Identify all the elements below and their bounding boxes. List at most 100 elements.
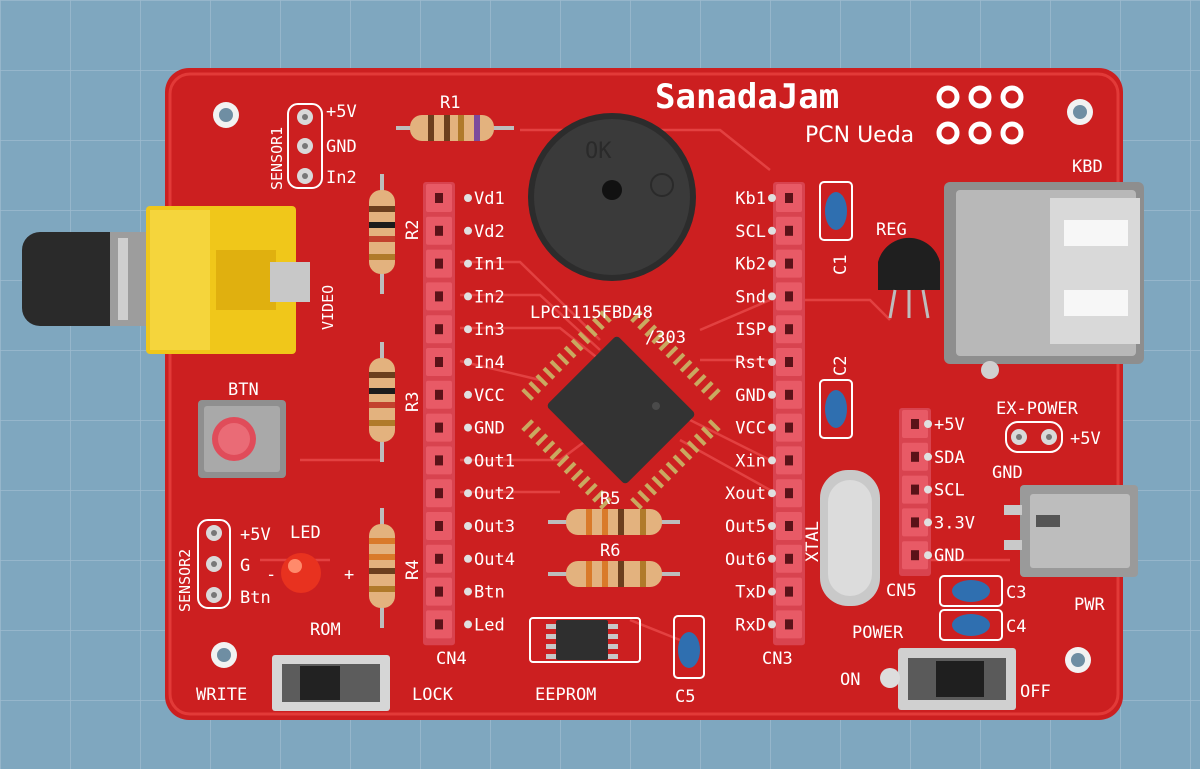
- voltage-regulator: [878, 237, 940, 319]
- power-off-label: OFF: [1020, 682, 1051, 702]
- red-led: [281, 553, 321, 593]
- ex-power-label: EX-POWER: [996, 399, 1079, 419]
- cn4-pin-label: Vd2: [474, 222, 505, 242]
- resistor-r1: [396, 115, 514, 141]
- sensor1-pin-gnd: GND: [326, 137, 357, 157]
- cn3-pin-label: Out6: [725, 550, 766, 570]
- cn3-pin-label: Rst: [735, 353, 766, 373]
- btn-label: BTN: [228, 380, 259, 400]
- c5-label: C5: [675, 687, 695, 707]
- brand-subtitle: PCN Ueda: [805, 123, 914, 148]
- cn5-label: CN5: [886, 581, 917, 601]
- brand-title: SanadaJam: [655, 77, 839, 117]
- cn4-pin-labels: Vd1Vd2In1In2In3In4VCCGNDOut1Out2Out3Out4…: [464, 189, 515, 635]
- cn5-pin-label: +5V: [934, 415, 965, 435]
- resistor-r5: [548, 509, 680, 535]
- capacitor-c4: [939, 609, 1003, 641]
- kbd-label: KBD: [1072, 157, 1103, 177]
- eeprom-label: EEPROM: [535, 685, 596, 705]
- usb-keyboard-port: [944, 182, 1144, 379]
- cn3-label: CN3: [762, 649, 793, 669]
- sensor2-pads: [197, 519, 231, 609]
- mcu-part-number: LPC1115FBD48: [530, 303, 653, 323]
- cn5-pin-label: GND: [934, 546, 965, 566]
- sensor1-pads: [287, 103, 323, 189]
- capacitor-c5: [673, 615, 705, 679]
- power-on-label: ON: [840, 670, 860, 690]
- cn4-label: CN4: [436, 649, 467, 669]
- lock-label: LOCK: [412, 685, 454, 705]
- tactile-button: [198, 400, 286, 478]
- buzzer-text: OK: [585, 139, 612, 164]
- r5-label: R5: [600, 489, 620, 509]
- resistor-r4: [369, 508, 395, 628]
- board-edge-highlight: [168, 72, 1120, 716]
- piezo-buzzer: [528, 113, 696, 281]
- reg-label: REG: [876, 220, 907, 240]
- cn4-pin-label: Btn: [474, 583, 505, 603]
- led-plus: +: [344, 565, 354, 585]
- cn3-pin-label: SCL: [735, 222, 766, 242]
- sensor1-label: SENSOR1: [268, 127, 286, 190]
- capacitor-c3: [939, 575, 1003, 607]
- sensor2-label: SENSOR2: [176, 549, 194, 612]
- cn5-pin-label: SCL: [934, 481, 965, 501]
- cn4-header: [423, 182, 455, 646]
- rca-video-jack: [22, 206, 310, 354]
- mcu-chip: [521, 310, 721, 510]
- sensor1-pin-in2: In2: [326, 168, 357, 188]
- cn3-pin-label: Out5: [725, 517, 766, 537]
- r1-label: R1: [440, 93, 460, 113]
- r3-label: R3: [403, 392, 423, 412]
- cn3-pin-label: RxD: [735, 615, 766, 635]
- cn4-pin-label: Vd1: [474, 189, 505, 209]
- resistor-r3: [369, 342, 395, 462]
- cn3-pin-label: Kb1: [735, 189, 766, 209]
- power-switch: [880, 648, 1016, 710]
- cn3-pin-label: Xout: [725, 484, 766, 504]
- cn4-pin-label: In2: [474, 287, 505, 307]
- sensor2-pin-btn: Btn: [240, 588, 271, 608]
- cn3-pin-labels: Kb1SCLKb2SndISPRstGNDVCCXinXoutOut5Out6T…: [725, 189, 776, 635]
- r2-label: R2: [403, 220, 423, 240]
- cn4-pin-label: VCC: [474, 386, 505, 406]
- rom-switch: [272, 655, 390, 711]
- cn3-pin-label: VCC: [735, 419, 766, 439]
- c4-label: C4: [1006, 617, 1026, 637]
- ex-power-plus: +5V: [1070, 429, 1101, 449]
- brand-rings-top: [936, 85, 1024, 109]
- cn4-pin-label: In1: [474, 255, 505, 275]
- cn4-pin-label: Out2: [474, 484, 515, 504]
- sensor2-pin-5v: +5V: [240, 525, 271, 545]
- cn3-pin-label: GND: [735, 386, 766, 406]
- c1-label: C1: [831, 255, 851, 275]
- ex-power-gnd: GND: [992, 463, 1023, 483]
- resistor-r2: [369, 174, 395, 294]
- cn4-pin-label: In4: [474, 353, 505, 373]
- crystal-oscillator: [820, 470, 880, 606]
- resistor-r6: [548, 561, 680, 587]
- cn5-pin-label: 3.3V: [934, 513, 975, 533]
- cn4-pin-label: GND: [474, 419, 505, 439]
- brand-rings-bottom: [936, 121, 1024, 145]
- led-minus: -: [266, 565, 276, 585]
- cn4-pin-label: Out3: [474, 517, 515, 537]
- r4-label: R4: [403, 560, 423, 580]
- sensor2-pin-g: G: [240, 556, 250, 576]
- c2-label: C2: [831, 356, 851, 376]
- cn4-pin-label: Out1: [474, 451, 515, 471]
- capacitor-c1: [819, 181, 853, 241]
- cn3-pin-label: Xin: [735, 451, 766, 471]
- power-label: POWER: [852, 623, 904, 643]
- write-label: WRITE: [196, 685, 247, 705]
- cn3-pin-label: ISP: [735, 320, 766, 340]
- mcu-part-suffix: /303: [645, 328, 686, 348]
- r6-label: R6: [600, 541, 620, 561]
- cn4-pin-label: Led: [474, 615, 505, 635]
- sensor1-pin-5v: +5V: [326, 102, 357, 122]
- rom-label: ROM: [310, 620, 341, 640]
- video-label: VIDEO: [319, 285, 337, 330]
- cn4-pin-label: Out4: [474, 550, 515, 570]
- cn5-header: [899, 408, 931, 576]
